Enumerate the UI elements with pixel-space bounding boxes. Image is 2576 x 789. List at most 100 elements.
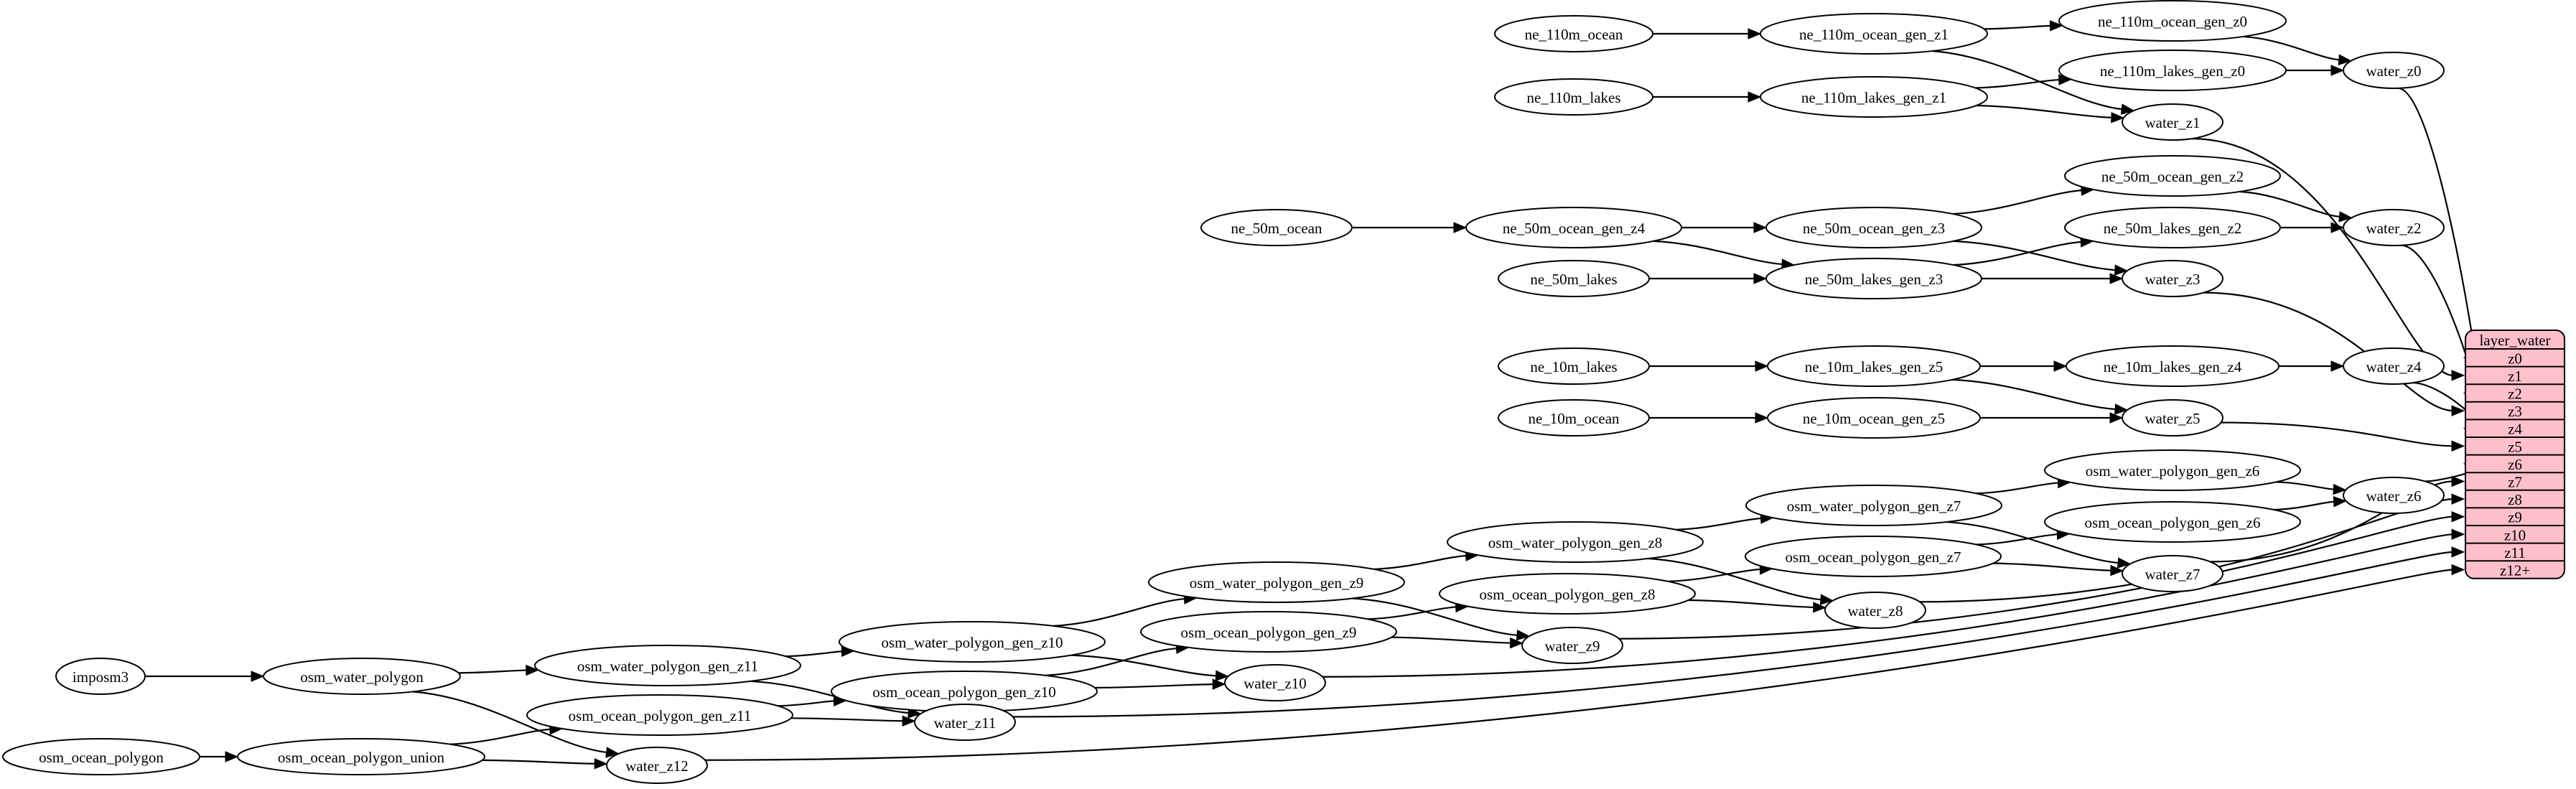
graph-edge [2242, 35, 2341, 61]
graph-node-water_z7[interactable]: water_z7 [2122, 555, 2223, 592]
graph-node-ne_110m_ocean[interactable]: ne_110m_ocean [1494, 15, 1653, 52]
node-ellipse [606, 747, 708, 784]
node-ellipse [2343, 209, 2445, 246]
graph-node-osm_water_polygon_gen_z6[interactable]: osm_water_polygon_gen_z6 [2044, 449, 2301, 491]
edge-arrowhead [526, 664, 540, 676]
node-ellipse [1494, 15, 1653, 52]
node-ellipse [1760, 13, 1988, 55]
edge-arrowhead [2114, 264, 2129, 276]
graph-node-water_z11[interactable]: water_z11 [914, 704, 1016, 741]
node-ellipse [1439, 573, 1696, 615]
graph-edge [450, 728, 552, 745]
graph-node-ne_50m_lakes_gen_z3[interactable]: ne_50m_lakes_gen_z3 [1765, 258, 1982, 299]
graph-node-ne_10m_ocean_gen_z5[interactable]: ne_10m_ocean_gen_z5 [1767, 397, 1981, 439]
graph-node-osm_ocean_polygon_gen_z6[interactable]: osm_ocean_polygon_gen_z6 [2044, 501, 2301, 543]
graph-node-water_z2[interactable]: water_z2 [2343, 209, 2445, 246]
edge-arrowhead [2338, 54, 2353, 65]
graph-edge [790, 717, 905, 722]
node-ellipse [534, 645, 801, 686]
graph-node-ne_50m_lakes[interactable]: ne_50m_lakes [1498, 260, 1650, 297]
graph-node-ne_110m_lakes[interactable]: ne_110m_lakes [1494, 78, 1653, 116]
graph-edge [1012, 551, 2454, 718]
node-ellipse [1765, 258, 1982, 299]
graph-edge [1070, 654, 1218, 677]
edge-arrowhead [2338, 211, 2353, 223]
graph-node-ne_50m_ocean_gen_z4[interactable]: ne_50m_ocean_gen_z4 [1465, 207, 1682, 248]
graph-node-water_z6[interactable]: water_z6 [2343, 477, 2445, 514]
graph-edge [1688, 599, 1815, 609]
graph-node-ne_50m_ocean_gen_z3[interactable]: ne_50m_ocean_gen_z3 [1765, 207, 1982, 248]
graph-node-ne_50m_lakes_gen_z2[interactable]: ne_50m_lakes_gen_z2 [2064, 207, 2281, 248]
graph-edge [1993, 562, 2112, 571]
graph-edge [1094, 683, 1215, 689]
graph-node-osm_water_polygon[interactable]: osm_water_polygon [263, 658, 461, 695]
graph-node-osm_water_polygon_gen_z7[interactable]: osm_water_polygon_gen_z7 [1745, 485, 2002, 526]
edge-arrowhead [2451, 405, 2465, 416]
edge-arrowhead [2451, 564, 2465, 576]
graph-edge [458, 669, 528, 674]
graph-node-osm_ocean_polygon_gen_z8[interactable]: osm_ocean_polygon_gen_z8 [1439, 573, 1696, 615]
graph-node-ne_50m_ocean_gen_z2[interactable]: ne_50m_ocean_gen_z2 [2064, 155, 2281, 197]
graph-node-osm_ocean_polygon_gen_z9[interactable]: osm_ocean_polygon_gen_z9 [1140, 611, 1397, 653]
graph-node-ne_10m_ocean[interactable]: ne_10m_ocean [1498, 399, 1650, 436]
graph-node-water_z10[interactable]: water_z10 [1224, 664, 1326, 701]
graph-node-osm_water_polygon_gen_z10[interactable]: osm_water_polygon_gen_z10 [839, 621, 1106, 663]
graph-node-osm_water_polygon_gen_z9[interactable]: osm_water_polygon_gen_z9 [1148, 561, 1405, 603]
graph-node-ne_10m_lakes_gen_z4[interactable]: ne_10m_lakes_gen_z4 [2066, 345, 2279, 387]
record-node-layer-water[interactable]: layer_waterz0z1z2z3z4z5z6z7z8z9z10z11z12… [2465, 330, 2565, 579]
graph-edge [482, 759, 597, 765]
node-ellipse [2044, 449, 2301, 491]
graph-node-water_z4[interactable]: water_z4 [2343, 347, 2445, 385]
graph-edge [412, 691, 608, 754]
edge-arrowhead [2333, 483, 2347, 495]
edge-arrowhead [2330, 65, 2345, 76]
graph-node-water_z5[interactable]: water_z5 [2122, 399, 2223, 436]
graph-edge [1653, 240, 1784, 266]
node-ellipse [2058, 0, 2287, 42]
graph-edge [2239, 190, 2341, 218]
graph-node-osm_water_polygon_gen_z8[interactable]: osm_water_polygon_gen_z8 [1447, 521, 1704, 563]
graph-edge [1368, 606, 1457, 620]
graph-node-osm_ocean_polygon_gen_z11[interactable]: osm_ocean_polygon_gen_z11 [526, 694, 793, 736]
node-ellipse [1765, 207, 1982, 248]
graph-edge [785, 650, 844, 658]
graph-node-ne_110m_ocean_gen_z1[interactable]: ne_110m_ocean_gen_z1 [1760, 13, 1988, 55]
graph-node-osm_ocean_polygon_union[interactable]: osm_ocean_polygon_union [237, 738, 485, 775]
node-ellipse [1465, 207, 1682, 248]
graph-node-water_z9[interactable]: water_z9 [1521, 627, 1623, 664]
graph-node-ne_110m_ocean_gen_z0[interactable]: ne_110m_ocean_gen_z0 [2058, 0, 2287, 42]
edge-arrowhead [2451, 546, 2465, 558]
node-ellipse [1224, 664, 1326, 701]
graph-node-ne_50m_ocean[interactable]: ne_50m_ocean [1200, 209, 1353, 246]
graph-node-osm_water_polygon_gen_z11[interactable]: osm_water_polygon_gen_z11 [534, 645, 801, 686]
edge-arrowhead [2451, 528, 2465, 541]
graph-node-osm_ocean_polygon[interactable]: osm_ocean_polygon [2, 738, 200, 775]
graph-node-ne_110m_lakes_gen_z1[interactable]: ne_110m_lakes_gen_z1 [1760, 76, 1988, 118]
graph-node-imposm3[interactable]: imposm3 [55, 658, 146, 695]
graph-edge [778, 700, 836, 707]
graph-node-ne_10m_lakes[interactable]: ne_10m_lakes [1498, 347, 1650, 385]
graph-edge [1053, 597, 1186, 627]
graph-node-ne_110m_lakes_gen_z0[interactable]: ne_110m_lakes_gen_z0 [2058, 50, 2287, 91]
graph-edge [1618, 515, 2454, 640]
graph-node-osm_ocean_polygon_gen_z7[interactable]: osm_ocean_polygon_gen_z7 [1745, 536, 2002, 577]
node-ellipse [1745, 536, 2002, 577]
graph-node-ne_10m_lakes_gen_z5[interactable]: ne_10m_lakes_gen_z5 [1767, 345, 1981, 387]
node-ellipse [263, 658, 461, 695]
graph-node-water_z0[interactable]: water_z0 [2343, 52, 2445, 89]
graph-node-water_z3[interactable]: water_z3 [2122, 260, 2223, 297]
node-ellipse [1521, 627, 1623, 664]
edge-arrowhead [1212, 678, 1226, 690]
nodes-layer: imposm3 osm_water_polygon osm_ocean_polygo… [2, 0, 2445, 784]
node-ellipse [2064, 207, 2281, 248]
edge-arrowhead [2053, 360, 2068, 372]
edge-arrowhead [1755, 412, 1769, 424]
graph-node-water_z8[interactable]: water_z8 [1824, 592, 1926, 629]
edge-arrowhead [2114, 403, 2129, 415]
graph-node-water_z12[interactable]: water_z12 [606, 747, 708, 784]
graph-node-water_z1[interactable]: water_z1 [2122, 103, 2223, 141]
edge-arrowhead [1813, 602, 1827, 613]
graph-edge [1984, 24, 2052, 30]
node-ellipse [1498, 347, 1650, 385]
node-ellipse [2122, 103, 2223, 141]
